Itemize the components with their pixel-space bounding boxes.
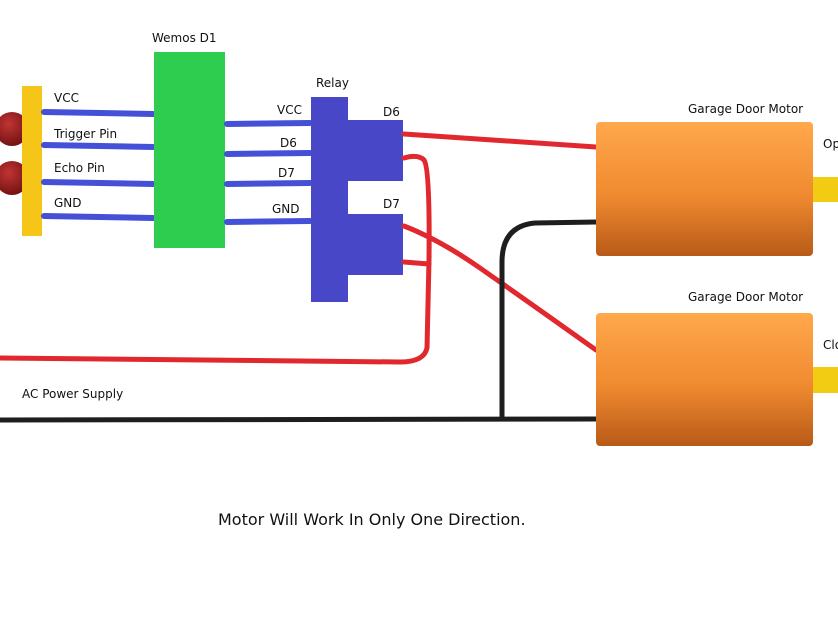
label-relay: Relay [316,76,349,90]
label-sensor-gnd: GND [54,196,82,210]
ultrasonic-sensor [0,86,42,236]
red-wire-ac-loop [0,153,432,365]
motor-top-shaft [812,177,838,202]
wire-relay-d7 [224,180,313,187]
motor-top-body [596,122,813,256]
wemos-d1-board [154,52,225,248]
wire-relay-gnd [224,218,313,225]
red-wire-d7-to-bottom-motor [401,223,599,353]
black-wire-ac [0,416,599,423]
garage-door-motor-bottom [596,313,838,446]
relay-channel-d6 [346,120,403,181]
label-relay-vcc: VCC [277,103,302,117]
label-sensor-trigger: Trigger Pin [53,127,117,141]
label-relay-d7-out: D7 [383,197,400,211]
red-wire-d6-to-top-motor [401,131,599,150]
label-sensor-vcc: VCC [54,91,79,105]
garage-door-motor-top [596,122,838,256]
label-motor-top: Garage Door Motor [688,102,803,116]
label-relay-gnd: GND [272,202,300,216]
wire-sensor-vcc [41,109,156,117]
wire-sensor-echo [41,179,156,187]
sensor-transducer-bottom [0,161,29,195]
red-wires [0,131,599,365]
label-motor-bottom-side: Clo [823,338,838,352]
sensor-transducer-top [0,112,29,146]
label-relay-d7-in: D7 [278,166,295,180]
wire-sensor-trigger [41,142,156,150]
relay-channel-d7 [346,214,403,275]
wire-relay-d6 [224,150,313,157]
label-wemos-d1: Wemos D1 [152,31,217,45]
diagram-caption: Motor Will Work In Only One Direction. [218,510,526,529]
label-ac-power-supply: AC Power Supply [22,387,123,401]
wire-relay-vcc [224,120,313,127]
wire-sensor-gnd [41,213,156,221]
relay-input-wires [224,120,313,225]
relay-module [311,97,403,302]
black-wire-to-top-motor [499,219,599,420]
sensor-pin-wires [41,109,156,221]
relay-body [311,97,348,302]
black-wires [0,219,599,423]
sensor-board [22,86,42,236]
label-sensor-echo: Echo Pin [54,161,105,175]
label-motor-top-side: Op [823,137,838,151]
red-wire-d7-jumper [401,259,432,267]
motor-bottom-body [596,313,813,446]
label-relay-d6-out: D6 [383,105,400,119]
label-relay-d6-in: D6 [280,136,297,150]
motor-bottom-shaft [812,367,838,393]
label-motor-bottom: Garage Door Motor [688,290,803,304]
